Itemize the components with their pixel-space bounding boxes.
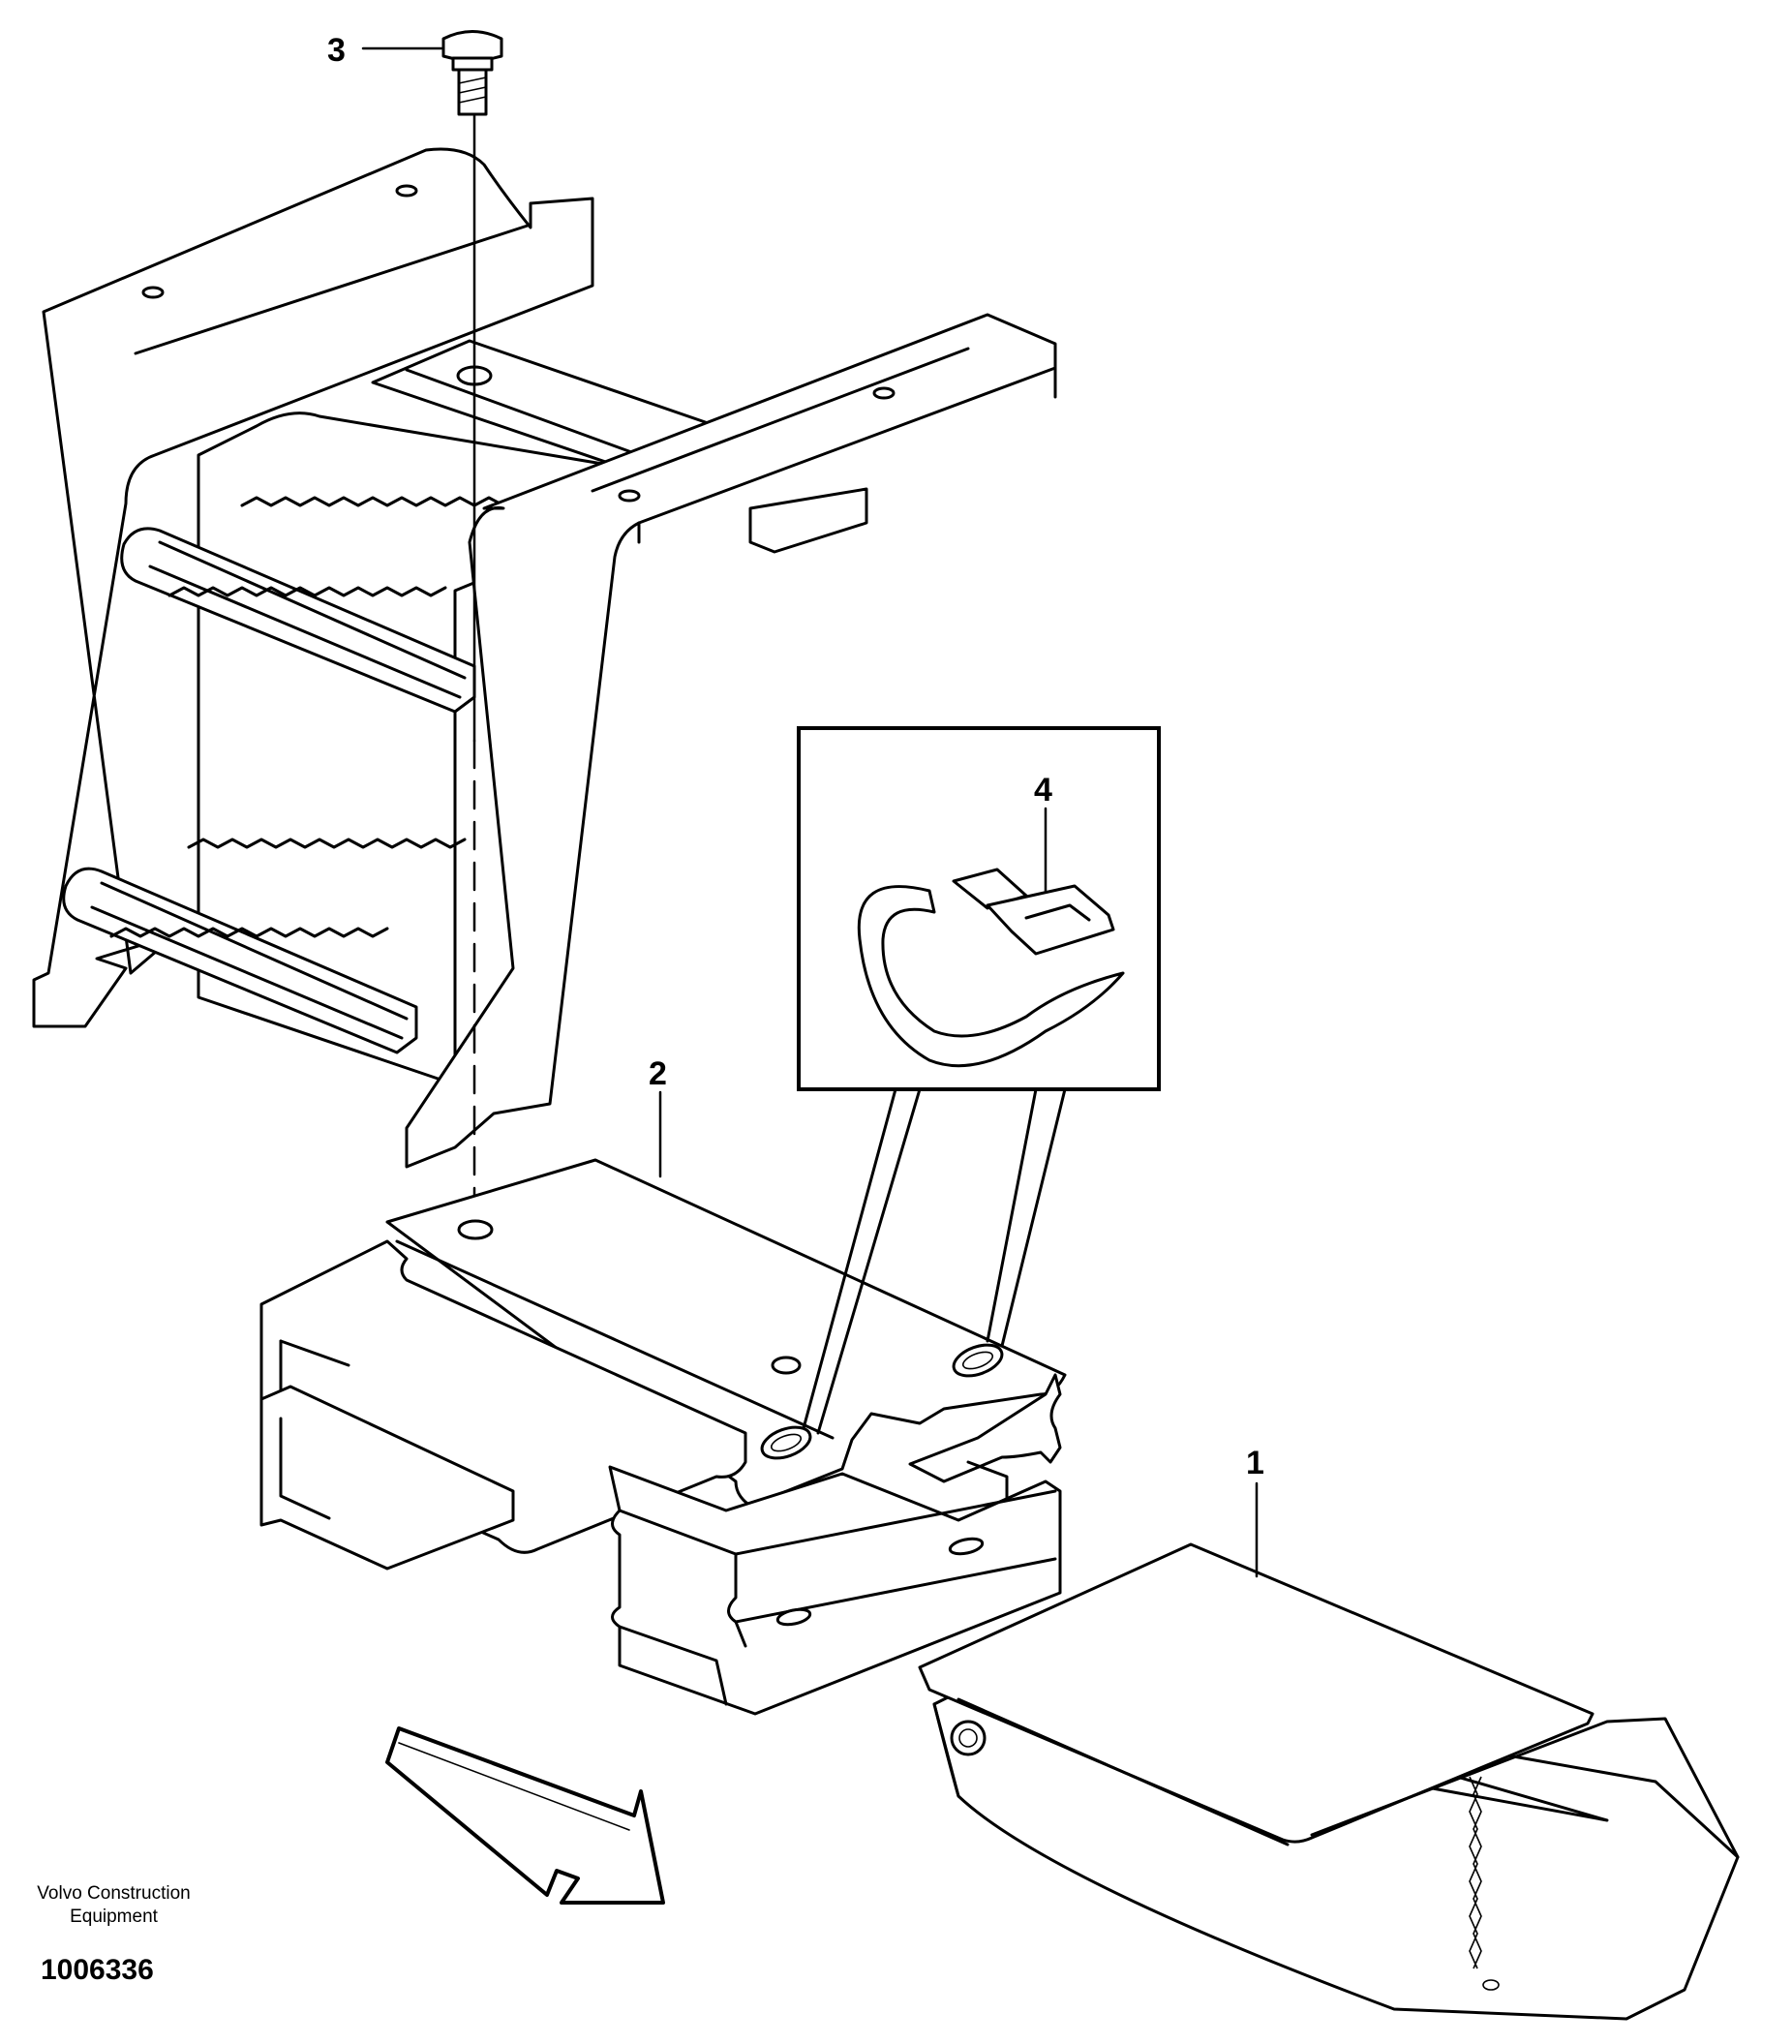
company-line-1: Volvo Construction bbox=[37, 1883, 191, 1904]
bolt-part-3 bbox=[441, 30, 503, 116]
detail-inset-part-4 bbox=[797, 726, 1161, 1435]
company-line-2: Equipment bbox=[70, 1907, 158, 1927]
callout-3: 3 bbox=[327, 32, 346, 69]
callout-4: 4 bbox=[1034, 772, 1052, 808]
direction-arrow bbox=[385, 1726, 665, 1905]
ladder-frame bbox=[32, 147, 1057, 1169]
callout-2: 2 bbox=[649, 1055, 667, 1092]
lower-step bbox=[62, 838, 467, 1054]
document-number: 1006336 bbox=[41, 1954, 154, 1986]
callout-1: 1 bbox=[1246, 1445, 1264, 1481]
company-name: Volvo Construction Equipment bbox=[10, 1882, 218, 1929]
wheel-chock-part-1 bbox=[918, 1542, 1740, 2021]
platform-box-part-2 bbox=[259, 1158, 1067, 1716]
